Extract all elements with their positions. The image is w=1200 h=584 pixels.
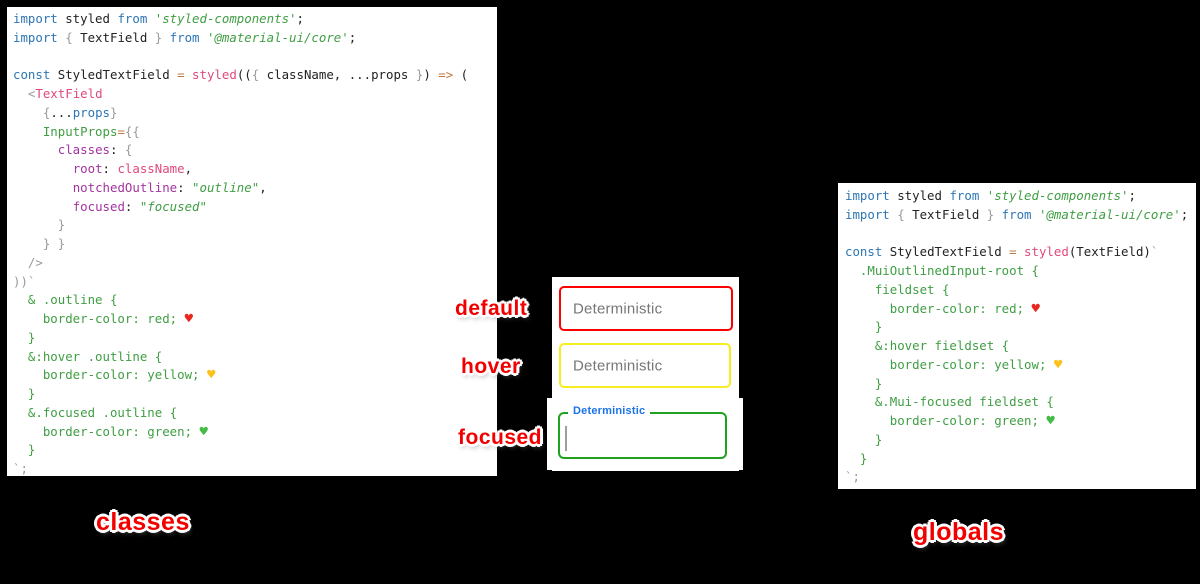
code-panel-classes: import styled from 'styled-components'; i…: [7, 7, 497, 476]
code-line: focused: "focused": [72, 198, 207, 214]
textfield-hover[interactable]: Deterministic: [559, 343, 731, 388]
code-line: } }: [13, 236, 66, 251]
code-line: const StyledTextField = styled(({ classN…: [13, 67, 469, 83]
textfield-default-placeholder: Deterministic: [573, 300, 663, 317]
code-line: />: [13, 254, 43, 270]
code-line: `;: [13, 461, 28, 476]
code-line: }: [13, 442, 36, 458]
code-line: }: [845, 450, 868, 466]
label-default-state: default: [455, 297, 528, 320]
textfield-default[interactable]: Deterministic: [559, 286, 733, 331]
code-line: import { TextField } from '@material-ui/…: [13, 29, 357, 45]
code-line: [845, 225, 1196, 244]
code-line: <TextField: [13, 86, 103, 101]
textfield-focused[interactable]: Deterministic: [558, 405, 727, 459]
code-line: ))`: [13, 273, 36, 289]
code-line: .MuiOutlinedInput-root {: [845, 263, 1039, 278]
code-line: }: [845, 319, 883, 335]
code-line: }: [13, 386, 36, 401]
caption-globals: globals: [913, 518, 1005, 546]
code-line: classes: {: [57, 142, 133, 158]
label-hover-state: hover: [461, 355, 521, 378]
code-line: notchedOutline: "outline",: [72, 179, 267, 195]
caption-classes: classes: [96, 508, 190, 536]
textfield-hover-placeholder: Deterministic: [573, 357, 663, 374]
code-line: InputProps={{: [42, 123, 140, 139]
code-line: border-color: red; ♥: [13, 311, 194, 327]
code-line: border-color: yellow; ♥: [13, 367, 216, 384]
code-line: }: [13, 329, 36, 345]
code-line: border-color: yellow; ♥: [845, 356, 1063, 373]
code-line: `;: [845, 469, 860, 485]
textfield-focused-floating-label: Deterministic: [568, 405, 651, 417]
label-focused-state: focused: [458, 426, 543, 449]
code-line: }: [845, 375, 883, 391]
code-line: import styled from 'styled-components';: [13, 11, 304, 26]
code-line: border-color: green; ♥: [13, 423, 208, 440]
code-line: & .outline {: [13, 292, 118, 308]
code-line: root: className,: [72, 161, 193, 176]
code-line: const StyledTextField = styled(TextField…: [845, 244, 1159, 260]
code-line: import styled from 'styled-components';: [845, 188, 1136, 203]
code-line: fieldset {: [845, 281, 950, 297]
code-line: }: [13, 217, 66, 233]
code-line: &.focused .outline {: [13, 404, 178, 420]
code-line: border-color: red; ♥: [845, 300, 1040, 317]
code-line: {...props}: [13, 104, 118, 120]
code-line: border-color: green; ♥: [845, 413, 1055, 429]
code-panel-globals: import styled from 'styled-components'; i…: [838, 183, 1196, 489]
code-line: &:hover .outline {: [13, 348, 163, 364]
code-line: [13, 48, 497, 67]
code-line: &.Mui-focused fieldset {: [845, 394, 1054, 410]
text-cursor: [565, 426, 567, 451]
code-line: import { TextField } from '@material-ui/…: [845, 206, 1189, 222]
code-line: &:hover fieldset {: [845, 338, 1010, 353]
code-line: }: [845, 431, 883, 447]
